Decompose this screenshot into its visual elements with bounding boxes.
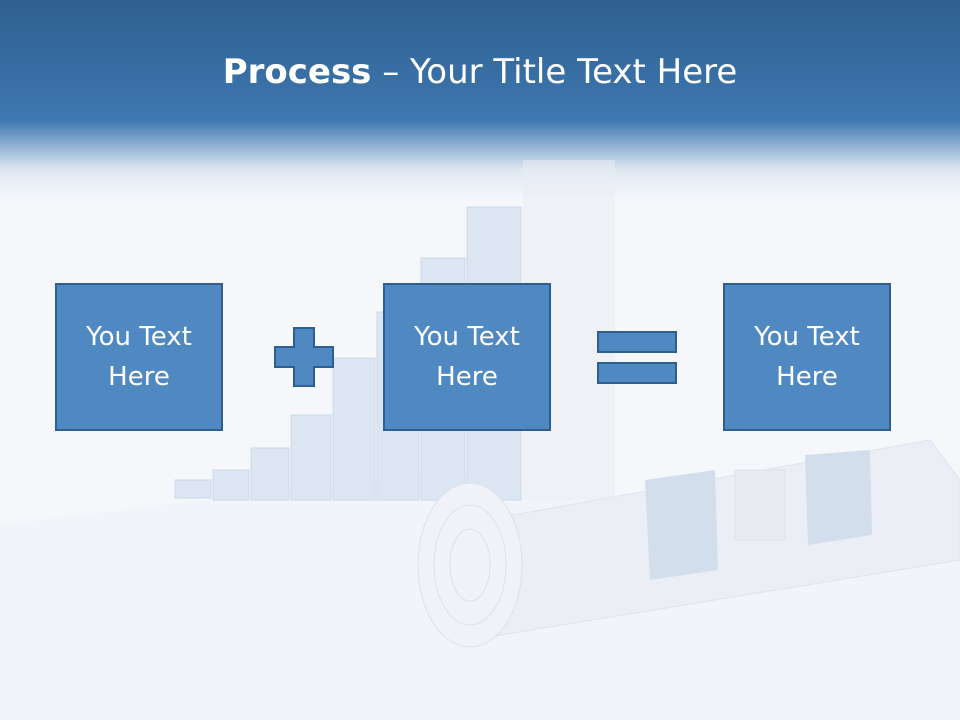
process-box-2: You Text Here: [383, 283, 551, 431]
process-box-2-text: You Text Here: [414, 322, 520, 392]
process-box-1: You Text Here: [55, 283, 223, 431]
process-box-3-text: You Text Here: [754, 322, 860, 392]
process-box-3: You Text Here: [723, 283, 891, 431]
plus-icon: [274, 327, 334, 387]
slide-title: Process – Your Title Text Here: [0, 52, 960, 92]
header-band: [0, 0, 960, 200]
background-illustration: [0, 160, 960, 720]
process-box-1-text: You Text Here: [86, 322, 192, 392]
title-rest: – Your Title Text Here: [371, 52, 738, 92]
equals-icon: [597, 331, 677, 384]
title-bold: Process: [222, 52, 372, 92]
